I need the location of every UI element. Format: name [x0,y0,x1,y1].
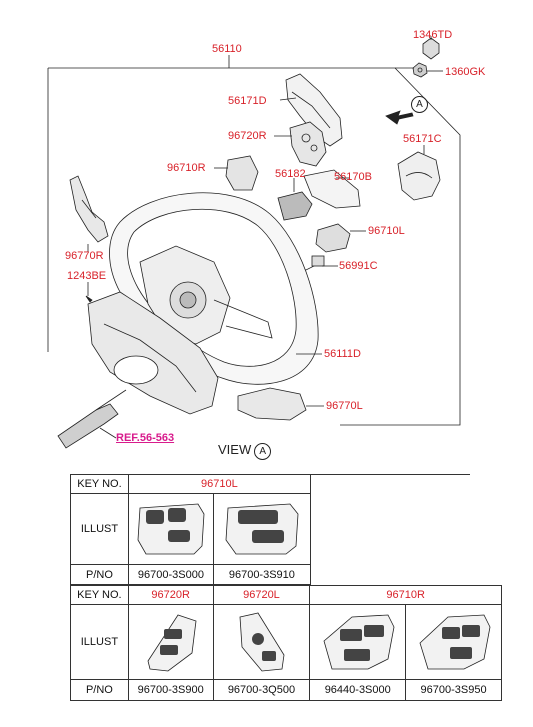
switch-illustration-icon [240,612,285,672]
table1-part-2: 96700-3S910 [212,564,311,585]
callout-96710L: 96710L [368,225,405,237]
nut-1360GK [412,62,428,78]
variant-table-96720-96710R: KEY NO. 96720R 96720L 96710R ILLUST [70,585,502,701]
table2-part-1: 96700-3S900 [127,679,214,701]
table1-pno-label: P/NO [70,564,129,585]
callout-96710R-upper: 96710R [167,162,206,174]
table2-illust-3 [309,604,407,680]
table2-key-label: KEY NO. [70,585,129,605]
callout-56182: 56182 [275,168,306,180]
table1-key-value: 96710L [127,474,311,494]
callout-96770L: 96770L [326,400,363,412]
cover-56171D [285,73,343,147]
callout-1243BE: 1243BE [67,270,107,282]
callout-56991C: 56991C [339,260,378,272]
table1-illust-1 [127,493,214,565]
callout-1346TD: 1346TD [413,29,453,41]
variant-table-96710L: KEY NO. 96710L ILLUST P/NO 96700-3S000 9… [70,474,470,585]
table1-illust-2 [212,493,311,565]
ref-link-56-563[interactable]: REF.56-563 [116,432,175,444]
table2-illust-4 [405,604,502,680]
paddle-96770L [237,387,307,421]
table2-pno-label: P/NO [70,679,129,701]
table1-part-1: 96700-3S000 [127,564,214,585]
steering-wheel-exploded-diagram [47,36,461,449]
view-a-arrow [385,110,414,125]
table2-key-value-1: 96720R [127,585,214,605]
view-title-mark: A [254,443,272,460]
table1-illust-label: ILLUST [70,493,129,565]
callout-56171C: 56171C [403,133,442,145]
table2-key-value-3: 96710R [309,585,502,605]
callout-56171D: 56171D [228,95,267,107]
table2-part-4: 96700-3S950 [405,679,502,701]
connector-56182 [277,191,313,221]
table2-part-2: 96700-3Q500 [212,679,311,701]
table1-key-label: KEY NO. [70,474,129,494]
switch-96720R [289,121,327,167]
table2-illust-1 [127,604,214,680]
steering-column [57,403,119,449]
switch-96710L [315,223,351,253]
switch-illustration-icon [225,503,299,555]
callout-56110: 56110 [212,43,242,55]
switch-illustration-icon [137,503,205,555]
nut-1346TD [422,37,440,60]
cover-56171C [397,151,441,201]
table2-part-3: 96440-3S000 [309,679,407,701]
callout-96770R: 96770R [65,250,104,262]
callout-56170B: 56170B [334,171,372,183]
lower-cover [87,291,219,415]
switch-illustration-icon [419,614,490,670]
view-title-text: VIEW [218,442,252,457]
bracket-56170B [303,169,361,209]
callout-1360GK: 1360GK [445,66,486,78]
screw-1243BE [85,295,93,303]
callout-96720R: 96720R [228,130,267,142]
callout-56111D: 56111D [324,348,361,360]
table2-illust-2 [212,604,311,680]
assembly-boundary-frame [47,67,461,426]
view-a-marker: A [411,96,428,113]
switch-96710R-upper [225,155,259,191]
table2-key-value-2: 96720L [212,585,311,605]
switch-illustration-icon [323,614,395,670]
switch-illustration-icon [147,614,197,672]
table2-illust-label: ILLUST [70,604,129,680]
